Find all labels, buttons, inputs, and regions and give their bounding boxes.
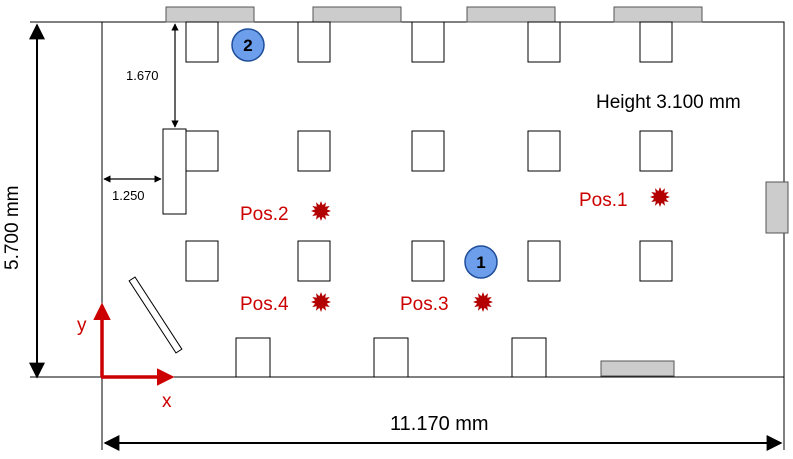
position-stars (311, 187, 670, 312)
dimension-offset-y: 1.670 (126, 68, 159, 83)
desk (639, 240, 673, 282)
window-top-4 (613, 6, 703, 23)
desk (527, 240, 561, 282)
desk (297, 21, 331, 63)
position-star-4 (311, 292, 331, 312)
window-top-2 (312, 6, 402, 23)
desk (411, 21, 445, 63)
marker-1-label: 1 (476, 253, 485, 272)
desk (235, 337, 271, 378)
tilted-screen (128, 276, 183, 354)
dimension-offset-x: 1.250 (112, 188, 145, 203)
marker-1: 1 (464, 245, 498, 279)
marker-1-circle (464, 245, 498, 279)
desk (185, 130, 219, 172)
desk (411, 240, 445, 282)
position-label-3: Pos.3 (400, 294, 449, 315)
desk (185, 240, 219, 282)
marker-2-label: 2 (243, 36, 252, 55)
window-top-3 (466, 6, 556, 23)
width-label: 11.170 mm (390, 413, 489, 435)
position-star-2 (311, 201, 331, 221)
desk (373, 337, 409, 378)
x-axis-label: x (162, 391, 172, 412)
window-bottom (600, 360, 675, 377)
window-right (765, 181, 789, 234)
position-label-2: Pos.2 (240, 204, 289, 225)
desk (527, 130, 561, 172)
cabinet (162, 128, 187, 215)
desk (639, 130, 673, 172)
desk (639, 21, 673, 63)
position-star-3 (473, 292, 493, 312)
desk (511, 337, 547, 378)
desk (297, 130, 331, 172)
height-label: Height 3.100 mm (596, 92, 741, 113)
depth-label: 5.700 mm (2, 186, 23, 270)
desk (185, 21, 219, 63)
marker-2-circle (231, 28, 265, 62)
desk (527, 21, 561, 63)
y-axis-label: y (77, 315, 87, 336)
marker-2: 2 (231, 28, 265, 62)
room-outline (101, 21, 785, 378)
desk (297, 240, 331, 282)
desk (411, 130, 445, 172)
position-label-1: Pos.1 (579, 190, 628, 211)
position-label-4: Pos.4 (240, 294, 289, 315)
position-star-1 (650, 187, 670, 207)
window-top-1 (165, 6, 255, 23)
